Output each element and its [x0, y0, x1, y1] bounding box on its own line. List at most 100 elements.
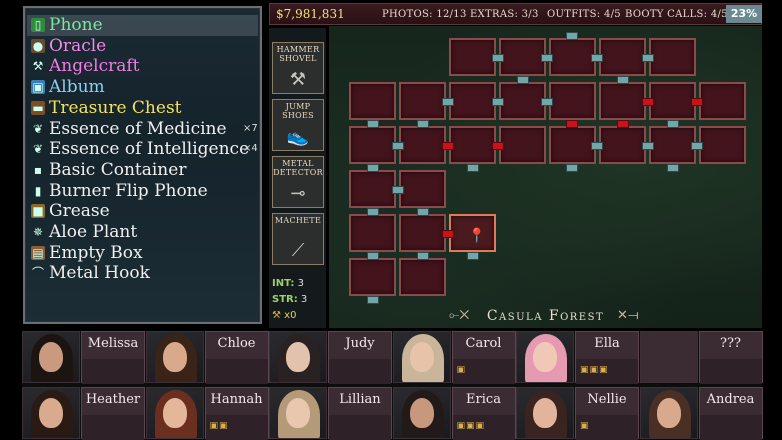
character-portrait[interactable] — [269, 331, 327, 383]
character-portrait[interactable] — [22, 387, 80, 439]
character-card[interactable]: Lillian — [328, 387, 392, 440]
map-room[interactable] — [499, 38, 546, 76]
map-room[interactable] — [699, 82, 746, 120]
tool-slot[interactable]: Hammer Shovel⚒ — [272, 42, 324, 94]
inventory-item[interactable]: ●Oracle — [31, 36, 106, 56]
map-room[interactable] — [349, 214, 396, 252]
inventory-item-quantity: ×4 — [243, 143, 258, 155]
inventory-item[interactable]: ▪Basic Container — [31, 160, 187, 180]
inventory-item[interactable]: ▤Empty Box — [31, 243, 143, 263]
angelcraft-icon: ⚒ — [32, 59, 44, 74]
character-card-footer — [576, 415, 638, 440]
door-marker — [392, 142, 404, 150]
character-portrait[interactable] — [392, 331, 451, 383]
map-room[interactable] — [399, 258, 446, 296]
ticket-icon: ▣ — [580, 421, 590, 431]
inventory-item[interactable]: ■Grease — [31, 201, 110, 221]
inventory-item[interactable]: ❦Essence of Medicine×7 — [31, 118, 258, 139]
door-marker — [417, 252, 429, 260]
map-room[interactable] — [399, 82, 446, 120]
character-card[interactable]: Ella▣▣▣ — [575, 331, 639, 384]
map-room[interactable] — [599, 38, 646, 76]
inventory-item[interactable]: ▬Treasure Chest — [31, 98, 182, 118]
map-room[interactable] — [349, 82, 396, 120]
map-room[interactable] — [549, 82, 596, 120]
character-portrait[interactable] — [145, 387, 204, 439]
hook-icon: ⌒ — [31, 266, 44, 281]
map-room[interactable] — [549, 38, 596, 76]
inventory-item[interactable]: ⌒Metal Hook — [31, 263, 150, 283]
map-room[interactable] — [649, 126, 696, 164]
character-portrait[interactable] — [22, 331, 80, 383]
character-portrait[interactable] — [269, 387, 327, 439]
character-portrait[interactable] — [145, 331, 204, 383]
map-room[interactable] — [349, 126, 396, 164]
map-room[interactable] — [399, 126, 446, 164]
character-name: Erica — [466, 392, 501, 407]
character-card[interactable]: Andrea — [698, 387, 763, 440]
character-card-footer — [329, 359, 391, 384]
map-room[interactable] — [399, 214, 446, 252]
inventory-item[interactable]: ▮Burner Flip Phone — [31, 181, 208, 201]
character-portrait[interactable] — [392, 387, 451, 439]
character-portrait[interactable] — [516, 387, 574, 439]
map-room[interactable] — [549, 126, 596, 164]
locked-door-marker — [442, 230, 454, 238]
tool-slot[interactable]: Metal Detector⊸ — [272, 156, 324, 208]
map-room[interactable] — [449, 214, 496, 252]
door-marker — [691, 142, 703, 150]
map-room[interactable] — [449, 82, 496, 120]
treasure-chest-icon: ▬ — [31, 100, 45, 115]
area-map[interactable]: 📍 ⟜✕ Casula Forest ✕⟞ — [329, 26, 762, 328]
tool-slot[interactable]: Jump Shoes👟 — [272, 99, 324, 151]
locked-door-marker — [642, 98, 654, 106]
status-bar: $7,981,831 PHOTOS: 12/13 EXTRAS: 3/3 OUT… — [269, 3, 762, 25]
character-card-footer — [699, 359, 762, 384]
inventory-item[interactable]: ✵Aloe Plant — [31, 222, 137, 242]
inventory-item-label: Album — [49, 77, 105, 98]
character-card[interactable]: Nellie▣ — [575, 387, 639, 440]
inventory-item[interactable]: ❦Essence of Intelligence×4 — [31, 139, 258, 159]
map-room[interactable] — [399, 170, 446, 208]
map-room[interactable] — [499, 126, 546, 164]
ticket-icon: ▣ — [456, 365, 467, 375]
character-card[interactable]: Chloe — [204, 331, 269, 384]
character-card[interactable]: ??? — [698, 331, 763, 384]
character-card[interactable]: Judy — [328, 331, 392, 384]
inventory-item[interactable]: ⚒Angelcraft — [31, 56, 140, 76]
character-card[interactable]: Heather — [81, 387, 145, 440]
locked-door-marker — [691, 98, 703, 106]
map-room[interactable] — [499, 82, 546, 120]
phone-icon: ▯ — [31, 18, 45, 32]
map-room[interactable] — [449, 126, 496, 164]
map-room[interactable] — [699, 126, 746, 164]
door-marker — [467, 252, 479, 260]
character-card[interactable]: Hannah▣▣ — [204, 387, 269, 440]
inventory-item[interactable]: ▣Album — [31, 77, 105, 97]
character-card-footer — [329, 415, 391, 440]
door-marker — [517, 76, 529, 84]
map-room[interactable] — [599, 82, 646, 120]
door-marker — [467, 164, 479, 172]
inventory-item-label: Essence of Medicine — [49, 118, 227, 139]
inventory-item[interactable]: ▯Phone — [31, 15, 103, 35]
tool-slot[interactable]: Machete⟋ — [272, 213, 324, 265]
locked-door-marker — [442, 142, 454, 150]
character-portrait[interactable] — [516, 331, 574, 383]
character-card[interactable]: Melissa — [81, 331, 145, 384]
portrait-face — [162, 342, 187, 372]
character-card[interactable]: Carol▣ — [451, 331, 516, 384]
map-room[interactable] — [649, 82, 696, 120]
map-room[interactable] — [349, 170, 396, 208]
map-room[interactable] — [649, 38, 696, 76]
character-portrait[interactable] — [639, 387, 698, 439]
character-card[interactable]: Erica▣▣▣ — [451, 387, 516, 440]
portrait-face — [39, 342, 63, 372]
inventory-panel: ▯Phone●Oracle⚒Angelcraft▣Album▬Treasure … — [23, 6, 262, 324]
grease-can-icon: ■ — [31, 204, 45, 219]
extras-counter: EXTRAS: 3/3 — [470, 9, 539, 20]
map-room[interactable] — [449, 38, 496, 76]
door-marker — [642, 142, 654, 150]
map-room[interactable] — [599, 126, 646, 164]
map-room[interactable] — [349, 258, 396, 296]
